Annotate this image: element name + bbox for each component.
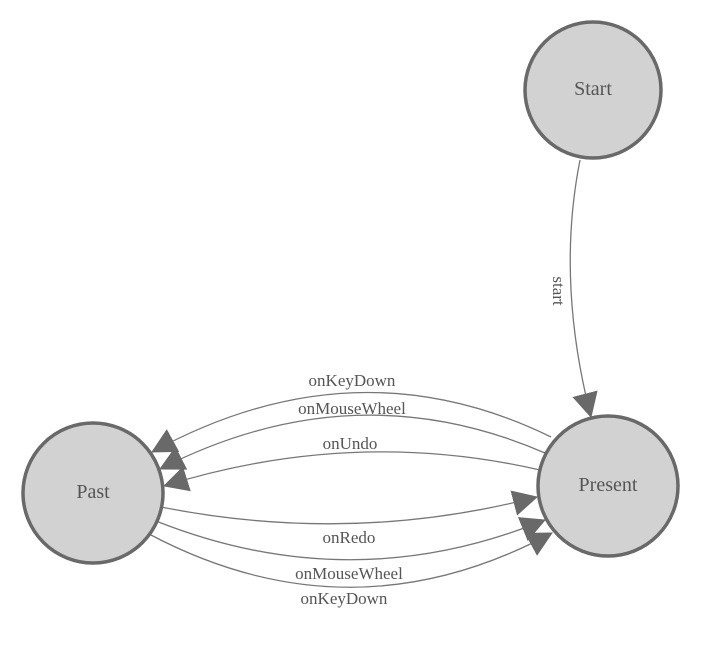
edge-onkeydown-top[interactable] <box>151 391 552 453</box>
edge-onmousewheel-top-label: onMouseWheel <box>298 399 406 418</box>
edge-onmousewheel-bottom[interactable] <box>155 517 546 561</box>
edge-onredo-label: onRedo <box>323 528 376 547</box>
state-node-start-label: Start <box>574 78 612 100</box>
edge-onredo[interactable] <box>160 490 538 525</box>
state-node-past-label: Past <box>76 481 110 503</box>
edge-start-label: start <box>549 276 568 306</box>
edge-onundo[interactable] <box>163 451 541 492</box>
edge-onmousewheel-top[interactable] <box>159 414 546 470</box>
edge-onkeydown-top-label: onKeyDown <box>309 371 396 390</box>
edge-onundo-label: onUndo <box>323 434 378 453</box>
edge-onkeydown-bottom[interactable] <box>148 532 553 588</box>
state-node-present[interactable] <box>536 414 680 558</box>
edge-onmousewheel-bottom-label: onMouseWheel <box>295 564 403 583</box>
state-node-past[interactable] <box>21 421 165 565</box>
state-node-present-label: Present <box>579 474 638 496</box>
edge-onkeydown-bottom-label: onKeyDown <box>301 589 388 608</box>
state-node-start[interactable] <box>523 20 663 160</box>
edge-start[interactable] <box>569 159 598 418</box>
